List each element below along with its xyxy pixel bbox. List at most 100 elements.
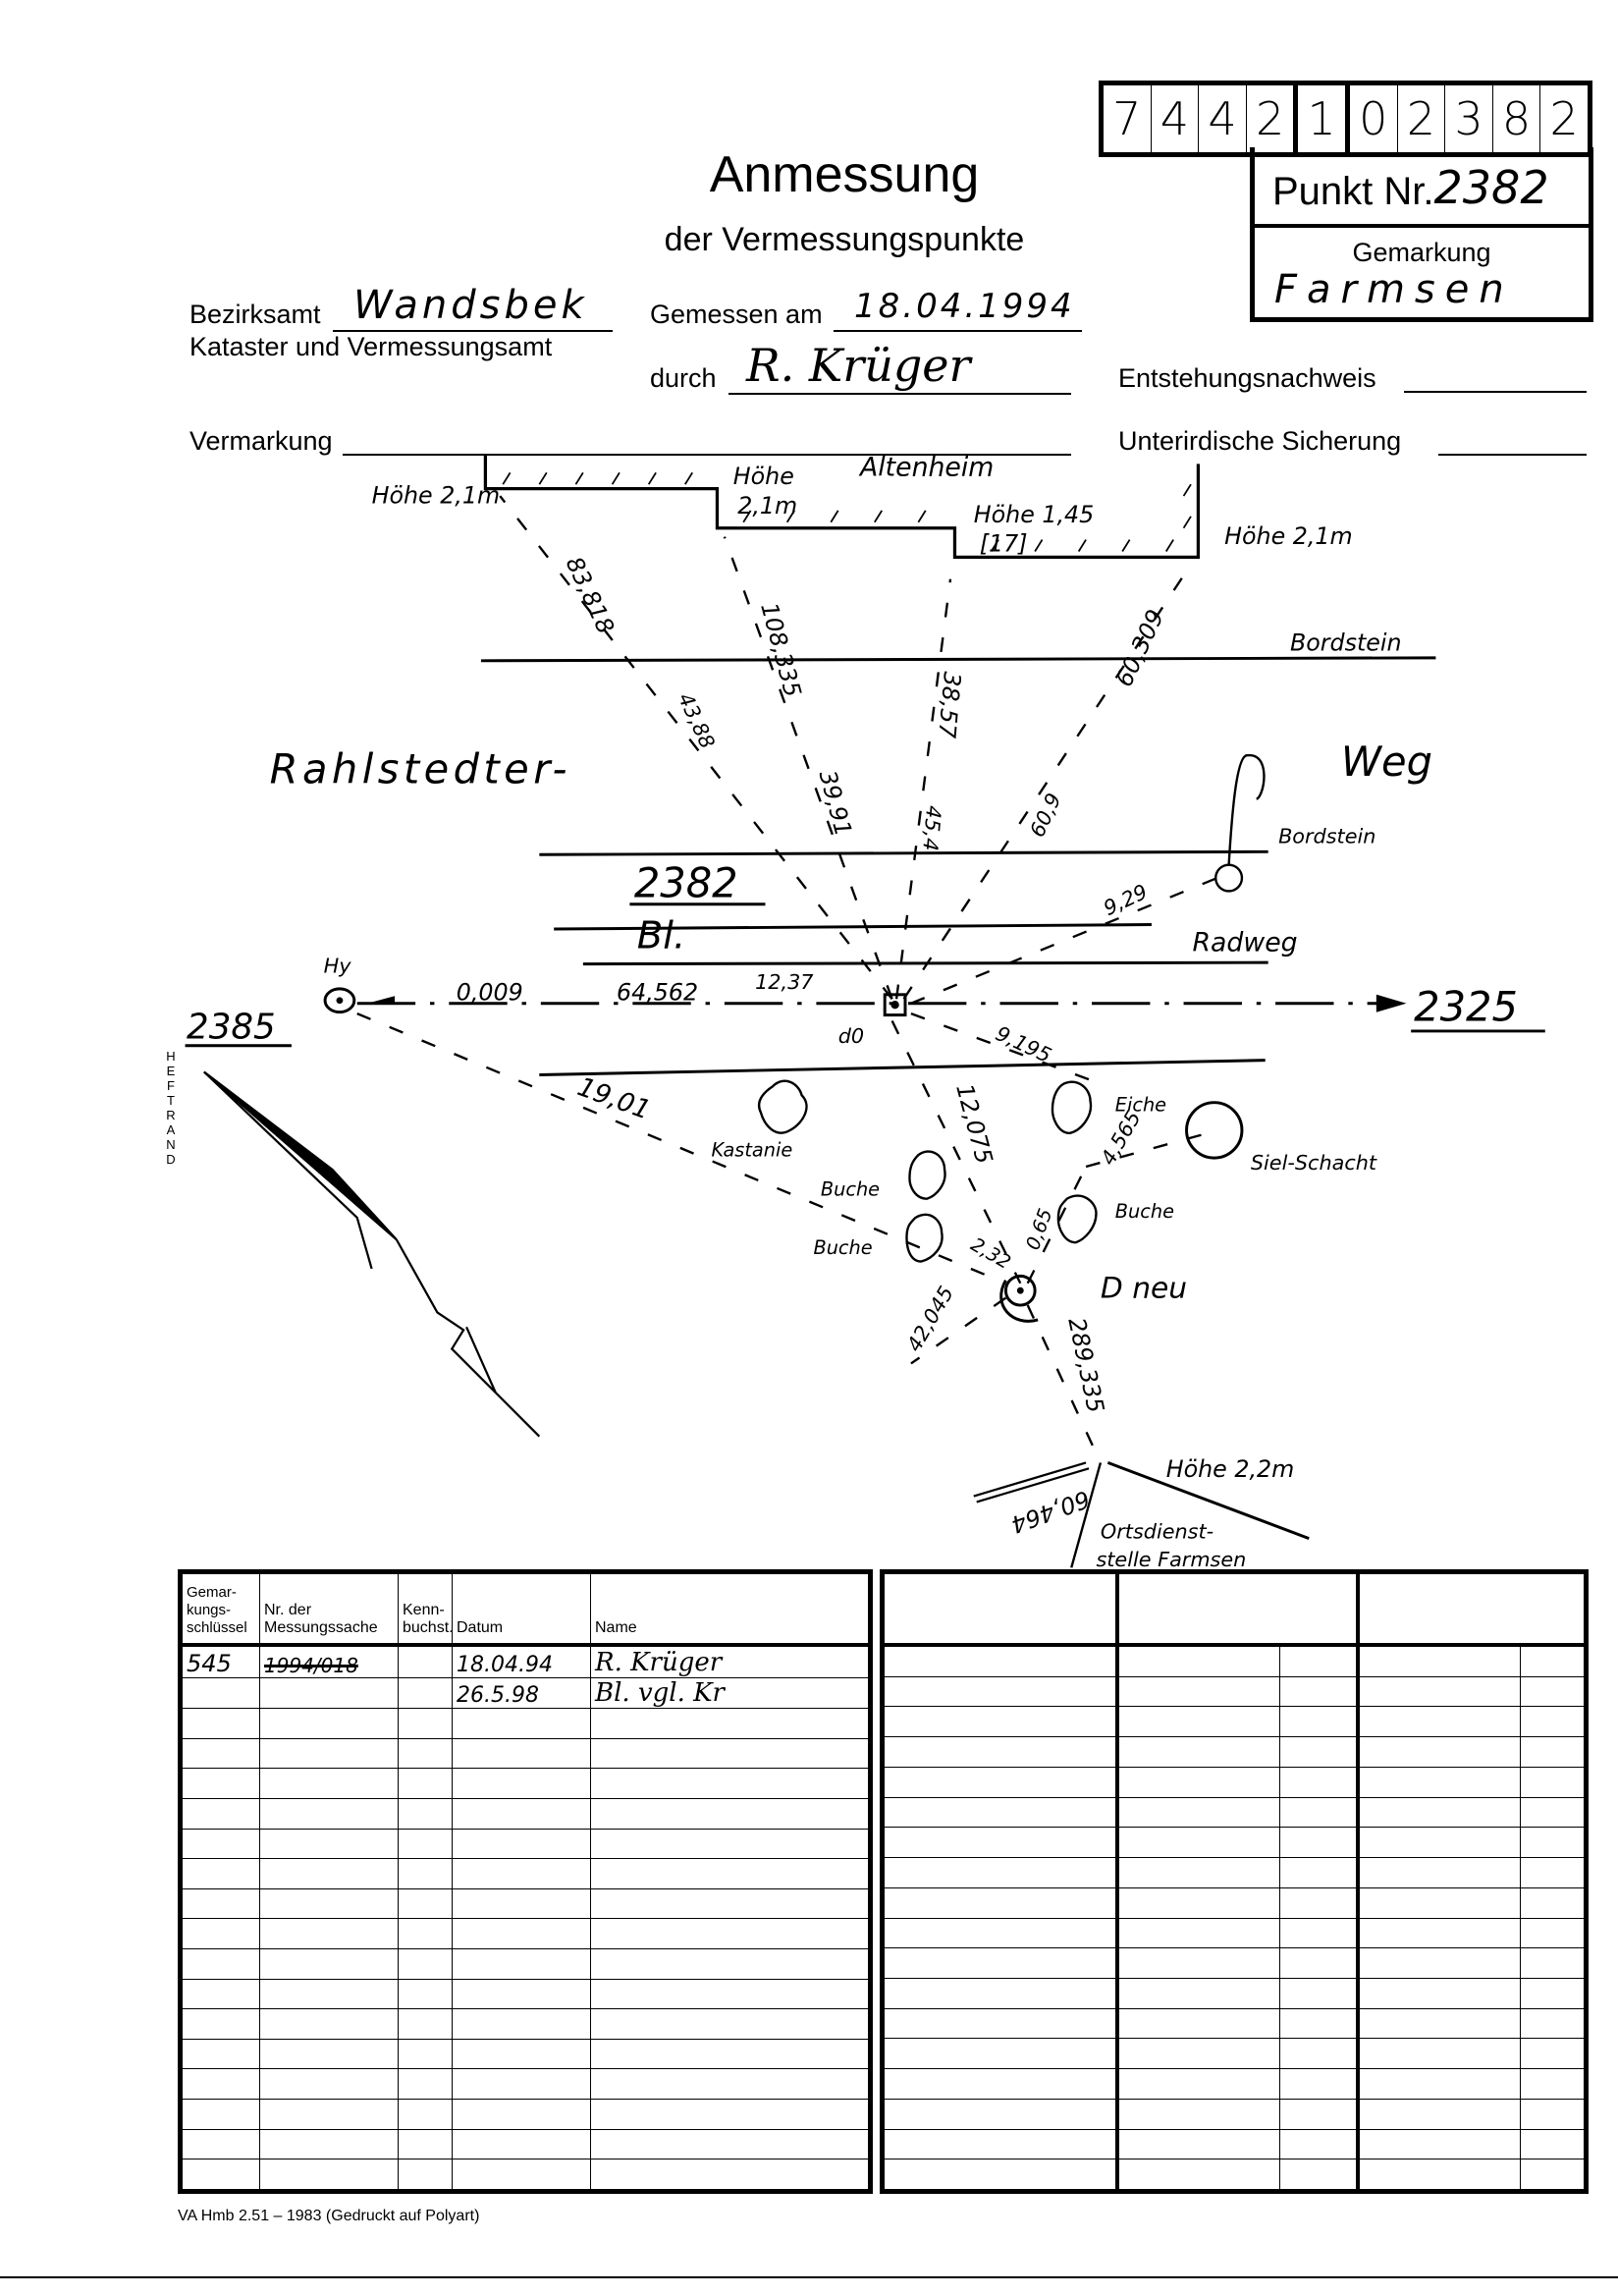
empty-cell xyxy=(398,2128,453,2160)
empty-cell xyxy=(398,2038,453,2070)
empty-cell xyxy=(1355,1886,1521,1919)
empty-cell xyxy=(452,1768,591,1800)
empty-cell xyxy=(884,1977,1117,2009)
empty-cell xyxy=(259,1978,399,2010)
empty-cell xyxy=(1279,1857,1358,1888)
empty-cell xyxy=(1355,1766,1521,1798)
empty-cell xyxy=(452,1978,591,2010)
empty-cell xyxy=(1355,2159,1521,2190)
empty-cell xyxy=(884,1886,1117,1919)
empty-cell xyxy=(398,2159,453,2190)
empty-cell xyxy=(1114,2038,1280,2070)
entstehung-label: Entstehungsnachweis xyxy=(1118,363,1376,393)
hoehe-label: Höhe xyxy=(733,463,794,490)
tree-kastanie xyxy=(757,1079,808,1134)
altenheim-wall xyxy=(483,455,1201,560)
empty-cell xyxy=(590,1887,869,1920)
empty-cell xyxy=(1355,2128,1521,2160)
empty-cell xyxy=(398,1858,453,1889)
code-digit: 7 xyxy=(1104,85,1152,152)
station-point-2382 xyxy=(883,993,907,1017)
empty-cell xyxy=(452,2128,591,2160)
empty-cell xyxy=(1114,1977,1280,2009)
empty-cell xyxy=(1355,1977,1521,2009)
measurement: 39,91 xyxy=(814,767,858,839)
cell-kenn xyxy=(398,1676,453,1710)
empty-cell xyxy=(884,1675,1117,1708)
empty-cell xyxy=(1114,1675,1280,1708)
empty-cell xyxy=(1114,1736,1280,1768)
table-row xyxy=(182,1828,869,1860)
hoehe-label: Höhe 2,1m xyxy=(1224,522,1353,550)
point-2385-label: 2385 xyxy=(187,1007,276,1047)
empty-cell xyxy=(259,1737,399,1770)
empty-cell xyxy=(398,1737,453,1770)
empty-cell xyxy=(1355,1827,1521,1859)
empty-cell xyxy=(452,2038,591,2070)
empty-cell xyxy=(259,2099,399,2130)
bezirksamt-label: Bezirksamt xyxy=(189,300,321,329)
empty-cell xyxy=(1114,1796,1280,1829)
col-header-messungssache: Nr. der Messungssache xyxy=(259,1573,399,1646)
empty-cell xyxy=(884,1857,1117,1888)
siel-schacht-symbol xyxy=(1185,1101,1244,1160)
durch-signature: R. Krüger xyxy=(746,339,971,392)
empty-cell xyxy=(182,1737,260,1770)
empty-cell xyxy=(452,1887,591,1920)
empty-cell xyxy=(1355,1706,1521,1738)
sicherung-label: Unterirdische Sicherung xyxy=(1118,426,1402,456)
radweg-label: Radweg xyxy=(1192,927,1297,957)
empty-cell xyxy=(590,2008,869,2040)
point-number-label: 2382 xyxy=(634,858,738,906)
empty-cell xyxy=(1355,2038,1521,2070)
empty-cell xyxy=(1114,2068,1280,2100)
empty-cell xyxy=(259,1858,399,1889)
vermarkung-label: Vermarkung xyxy=(189,426,333,456)
blank-header xyxy=(1114,1573,1358,1646)
empty-cell xyxy=(1520,1736,1585,1768)
empty-cell xyxy=(398,1798,453,1830)
bracket-label: [17] xyxy=(980,529,1028,557)
empty-cell xyxy=(1279,1827,1358,1859)
measurement: 60,309 xyxy=(1110,605,1170,690)
tree-label: Eiche xyxy=(1115,1094,1166,1117)
empty-cell xyxy=(1279,2038,1358,2070)
bordstein-label: Bordstein xyxy=(1290,629,1402,656)
gemarkung-label: Gemarkung xyxy=(1352,238,1491,267)
empty-cell xyxy=(884,1796,1117,1829)
empty-cell xyxy=(1520,1766,1585,1798)
code-digit: 2 xyxy=(1247,85,1299,152)
table-row xyxy=(884,1947,1585,1979)
measurement: 9,29 xyxy=(1100,880,1151,920)
empty-cell xyxy=(590,2128,869,2160)
empty-cell xyxy=(884,2128,1117,2160)
arrow-to-2385 xyxy=(371,996,396,1005)
empty-cell xyxy=(1520,2128,1585,2160)
empty-cell xyxy=(884,1706,1117,1738)
street-name-2: Weg xyxy=(1341,738,1432,786)
empty-cell xyxy=(259,1948,399,1980)
building-edge-2 xyxy=(1070,1462,1103,1568)
measurement: 42,045 xyxy=(902,1283,958,1356)
table-row xyxy=(182,1737,869,1770)
empty-cell xyxy=(1279,2068,1358,2100)
code-digit: 8 xyxy=(1493,85,1541,152)
empty-cell xyxy=(398,1708,453,1739)
code-digit: 0 xyxy=(1350,85,1398,152)
empty-cell xyxy=(590,1737,869,1770)
table-row xyxy=(182,1858,869,1889)
hydrant-label: Hy xyxy=(324,955,352,978)
table-row xyxy=(884,2068,1585,2100)
measurement: 38,57 xyxy=(933,671,966,739)
empty-cell xyxy=(590,1828,869,1860)
empty-cell xyxy=(1114,1947,1280,1979)
measurement: 83,818 xyxy=(561,553,620,638)
empty-cell xyxy=(1279,2159,1358,2190)
empty-cell xyxy=(590,2038,869,2070)
empty-cell xyxy=(590,2099,869,2130)
empty-cell xyxy=(452,1828,591,1860)
empty-cell xyxy=(259,2159,399,2190)
empty-cell xyxy=(398,2099,453,2130)
street-name-1: Rahlstedter- xyxy=(270,745,571,793)
